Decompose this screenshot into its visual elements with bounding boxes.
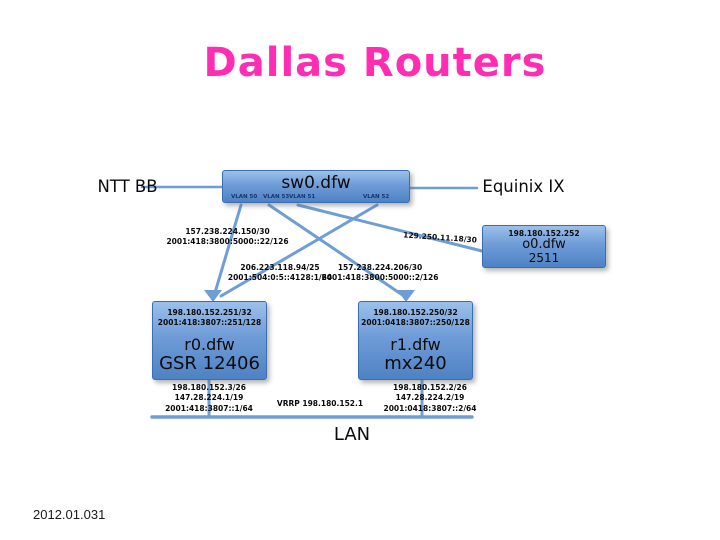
r0-lan-interfaces: 198.180.152.3/26 147.28.224.1/19 2001:41… <box>150 383 268 414</box>
slide-footer-date: 2012.01.031 <box>33 507 106 522</box>
ntt-r1-link-v6: 2001:418:3800:5000::2/126 <box>321 273 439 282</box>
router0-name: r0.dfw <box>184 335 235 354</box>
router0-loopback-v4: 198.180.152.251/32 <box>167 308 252 317</box>
oob-router-node: 198.180.152.252 o0.dfw 2511 <box>482 225 606 268</box>
router0-node: 198.180.152.251/32 2001:418:3807::251/12… <box>152 301 267 380</box>
router1-loopback-v4: 198.180.152.250/32 <box>373 308 458 317</box>
r0-lan-v6: 2001:418:3807::1/64 <box>165 403 253 413</box>
vlan-53-label: VLAN 53 <box>263 194 290 200</box>
router0-loopback-v6: 2001:418:3807::251/128 <box>157 317 262 327</box>
arrowhead-r1 <box>397 290 415 302</box>
ntt-r0-link-v4: 157.238.224.150/30 <box>185 227 270 236</box>
equinix-peering-v6: 2001:504:0:5::4128:1/64 <box>227 273 333 282</box>
link-vlan51-to-oob <box>296 203 484 253</box>
ntt-r1-link-v4: 157.238.224.206/30 <box>337 263 423 272</box>
lan-label: LAN <box>333 424 371 445</box>
vrrp-address-label: VRRP 198.180.152.1 <box>276 399 364 408</box>
router1-node: 198.180.152.250/32 2001:0418:3807::250/1… <box>358 301 473 380</box>
ntt-bb-label: NTT BB <box>97 177 158 196</box>
equinix-peering-v4: 206.223.118.94/25 <box>240 263 320 272</box>
oob-router-name: o0.dfw <box>522 237 566 252</box>
link-vlan53-to-r1 <box>267 203 406 298</box>
r1-lan-v6: 2001:0418:3807::2/64 <box>383 403 477 413</box>
router0-model: GSR 12406 <box>159 353 260 374</box>
switch-node: sw0.dfw VLAN 50 VLAN 53 VLAN 51 VLAN 52 <box>222 170 410 203</box>
r1-lan-interfaces: 198.180.152.2/26 147.28.224.2/19 2001:04… <box>371 383 489 414</box>
slide-title: Dallas Routers <box>203 40 547 86</box>
router1-loopback-v6: 2001:0418:3807::250/128 <box>361 317 470 327</box>
vlan-52-label: VLAN 52 <box>363 194 390 200</box>
router1-model: mx240 <box>384 353 447 374</box>
r1-lan-legacy: 147.28.224.2/19 <box>395 393 465 403</box>
r0-lan-legacy: 147.28.224.1/19 <box>174 393 244 403</box>
equinix-ix-label: Equinix IX <box>482 177 565 196</box>
arrowhead-r0 <box>204 290 222 302</box>
vlan-51-label: VLAN 51 <box>289 194 316 200</box>
switch-name: sw0.dfw <box>281 173 351 193</box>
oob-router-ip: 198.180.152.252 <box>508 229 580 238</box>
ntt-r0-link-v6: 2001:418:3800:5000::22/126 <box>166 237 289 246</box>
oob-router-model: 2511 <box>528 251 560 265</box>
r0-lan-v4: 198.180.152.3/26 <box>172 383 246 392</box>
equinix-peering-addresses: 206.223.118.94/25 2001:504:0:5::4128:1/6… <box>190 263 370 283</box>
ntt-r0-link-addresses: 157.238.224.150/30 2001:418:3800:5000::2… <box>135 227 320 247</box>
vlan-50-label: VLAN 50 <box>231 194 258 200</box>
link-vlan50-to-r0 <box>212 203 243 298</box>
ntt-r1-link-addresses: 157.238.224.206/30 2001:418:3800:5000::2… <box>290 263 470 283</box>
link-vlan52-to-r0 <box>219 203 379 298</box>
router1-name: r1.dfw <box>390 335 441 354</box>
r1-lan-v4: 198.180.152.2/26 <box>393 383 467 392</box>
